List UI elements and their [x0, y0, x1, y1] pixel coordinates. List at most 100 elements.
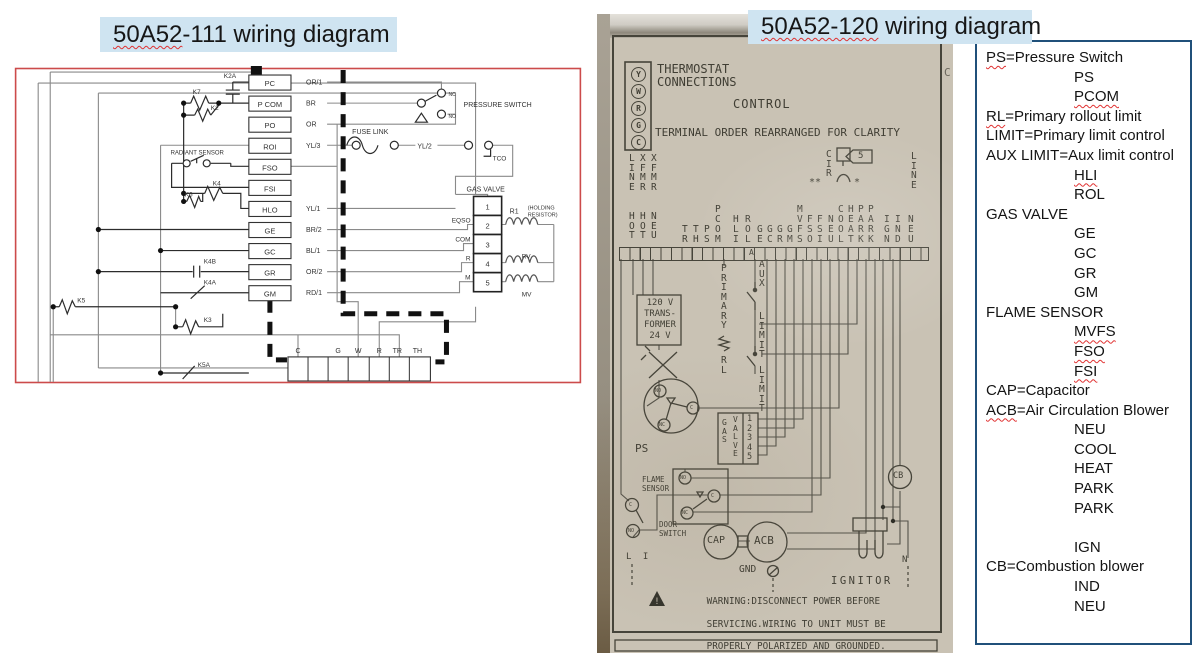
wire-rd1: RD/1: [306, 290, 322, 297]
door-switch-no-circle: [625, 523, 641, 539]
wire-br2: BR/2: [306, 227, 322, 234]
legend-line: FSI: [1074, 362, 1098, 380]
col-line-right: LINE: [911, 151, 917, 191]
dashed-leads: [631, 564, 909, 592]
terminal-pc: PC: [265, 79, 276, 88]
cir-marks-left: **: [809, 177, 822, 188]
terminal-col-neu-20: NEU: [908, 214, 914, 245]
terminal-col-th-1: TH: [693, 224, 699, 245]
ds-no-label: NO: [628, 528, 635, 534]
col-hot-2: HOT: [640, 211, 646, 241]
acb-circle: [746, 521, 788, 563]
n-label: N: [902, 555, 908, 565]
door-label-1: DOOR: [659, 520, 678, 529]
terminal-po: PO: [264, 121, 275, 130]
fuse-link-symbol: [346, 136, 399, 155]
yl2-label: YL/2: [417, 143, 432, 150]
ds-c-label: C: [629, 502, 633, 508]
legend-line: ACB=Air Circulation Blower: [986, 401, 1169, 419]
pressure-switch-symbol: [414, 88, 447, 123]
cir-label: CIR: [826, 149, 832, 179]
field-wiring-dashed: [267, 70, 449, 365]
legend-line: COOL: [1074, 440, 1117, 458]
terminal-col-pcom-3: PCOM: [715, 204, 721, 245]
legend-line: PS=Pressure Switch: [986, 49, 1124, 66]
col-xfmr-2: XFMR: [651, 153, 657, 193]
legend-line: GR: [1074, 264, 1097, 282]
ignitor-icon: [852, 517, 888, 559]
eqso-label: EQSO: [452, 217, 471, 224]
legend-line: GC: [1074, 244, 1097, 262]
valve-terminals: 12345: [747, 414, 753, 463]
title-50a52-120: 50A52-120 wiring diagram: [748, 10, 1041, 44]
terminal-col-neu-13: NEU: [828, 214, 834, 245]
terminal-col-heat-15: HEAT: [848, 204, 854, 245]
svg-text:!: !: [654, 597, 659, 607]
com-label: COM: [455, 237, 470, 244]
pressure-switch-label: PRESSURE SWITCH: [464, 102, 532, 109]
flame-sensor-box: [672, 468, 729, 525]
cir-mark-right: *: [854, 177, 861, 188]
ps-c-label: C: [690, 405, 694, 411]
legend-line: ROL: [1074, 186, 1105, 204]
fs-no-label: NO: [680, 475, 687, 481]
k5-label: K5: [77, 298, 85, 305]
fs-nc-label: NC: [682, 510, 689, 516]
terminal-ge: GE: [264, 227, 275, 236]
terminal-col-fsi-12: FSI: [817, 214, 823, 245]
junction-dots: [50, 66, 262, 376]
gv-terminal-4: 4: [486, 260, 490, 269]
terminal-col-mvfs-10: MVFS: [797, 204, 803, 245]
r-label: R: [466, 256, 471, 263]
photo-left-edge: [597, 14, 610, 653]
strip-cell-a: A: [749, 248, 754, 257]
terminal-col-gc-7: GC: [767, 224, 773, 245]
holding-label-2: RESISTOR): [528, 212, 558, 218]
limit-contact-icons: [716, 282, 758, 367]
k2a-label: K2A: [224, 73, 237, 80]
terminal-y: Y: [631, 67, 646, 82]
legend-line: NEU: [1074, 421, 1106, 439]
relay-contacts: [53, 81, 249, 380]
strip-tr: TR: [393, 348, 402, 355]
legend-line: PS: [1074, 68, 1095, 86]
circuit-breaker-icon: [836, 147, 873, 183]
terminal-r: R: [631, 101, 646, 116]
strip-g: G: [335, 348, 340, 355]
gas-valve-box: [717, 412, 759, 465]
warning-text: WARNING:DISCONNECT POWER BEFORE SERVICIN…: [706, 596, 886, 653]
col-line-left: LINE: [629, 153, 635, 193]
li-label: L I: [626, 552, 652, 562]
terminal-gr: GR: [264, 269, 276, 278]
terminal-col-hli-4: HLI: [733, 214, 739, 245]
terminal-col-ge-6: GE: [757, 224, 763, 245]
cb-label: CB: [893, 471, 904, 481]
legend-line: GAS VALVE: [986, 205, 1068, 223]
nc-label: NC: [448, 92, 456, 98]
terminal-w: W: [631, 84, 646, 99]
terminal-col-cool-14: COOL: [838, 204, 844, 245]
legend-line: CB=Combustion blower: [986, 558, 1144, 576]
wiring-diagram-50a52-111: PC P COM PO ROI FSO FSI HLO GE GC GR GM …: [14, 66, 582, 384]
aux-limit-label: LIMIT: [759, 311, 765, 360]
ps-nc-label: NC: [659, 422, 666, 428]
cir-value: 5: [858, 151, 864, 161]
strip-w: W: [355, 348, 362, 355]
legend-line: LIMIT=Primary limit control: [986, 127, 1165, 145]
photo-terminal-strip: [619, 247, 929, 261]
rl-label: RL: [721, 355, 727, 376]
gnd-label: GND: [739, 564, 757, 575]
gv-terminal-2: 2: [486, 222, 490, 231]
limit-label: LIMIT: [759, 365, 765, 414]
valve-label: VALVE: [733, 415, 738, 458]
r1-label: R1: [510, 208, 519, 215]
title-right-rest: wiring diagram: [878, 13, 1042, 40]
rv-label: RV: [522, 254, 532, 261]
wire-or: OR: [306, 122, 317, 129]
terminal-col-ind-19: IND: [895, 214, 901, 245]
cap-label: CAP: [707, 535, 726, 546]
k6-label: K6: [185, 191, 193, 198]
k4-label: K4: [213, 180, 221, 187]
primary-label: PRIMARY: [721, 263, 727, 331]
